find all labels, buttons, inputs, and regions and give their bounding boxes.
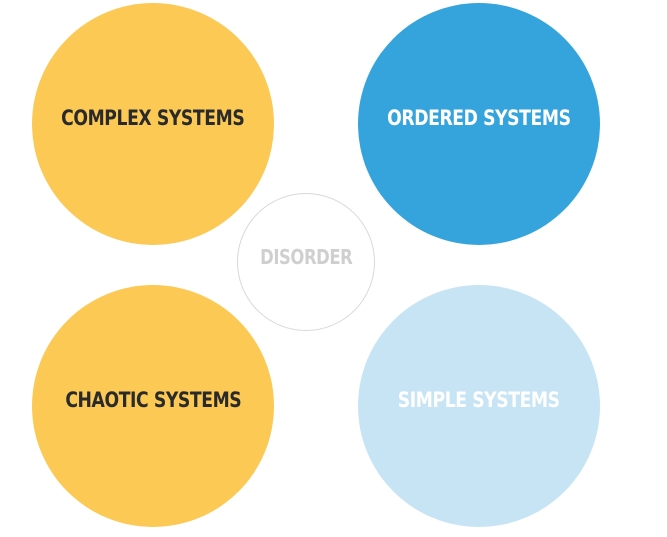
ordered-systems-label: ORDERED SYSTEMS [387,106,571,130]
ordered-systems-circle: ORDERED SYSTEMS [358,3,600,245]
simple-systems-label: SIMPLE SYSTEMS [398,388,560,412]
chaotic-systems-circle: CHAOTIC SYSTEMS [32,285,274,527]
complex-systems-label: COMPLEX SYSTEMS [61,106,245,130]
disorder-label: DISORDER [259,245,353,269]
chaotic-systems-label: CHAOTIC SYSTEMS [65,388,241,412]
disorder-circle: DISORDER [237,193,375,331]
complex-systems-circle: COMPLEX SYSTEMS [32,3,274,245]
simple-systems-circle: SIMPLE SYSTEMS [358,285,600,527]
